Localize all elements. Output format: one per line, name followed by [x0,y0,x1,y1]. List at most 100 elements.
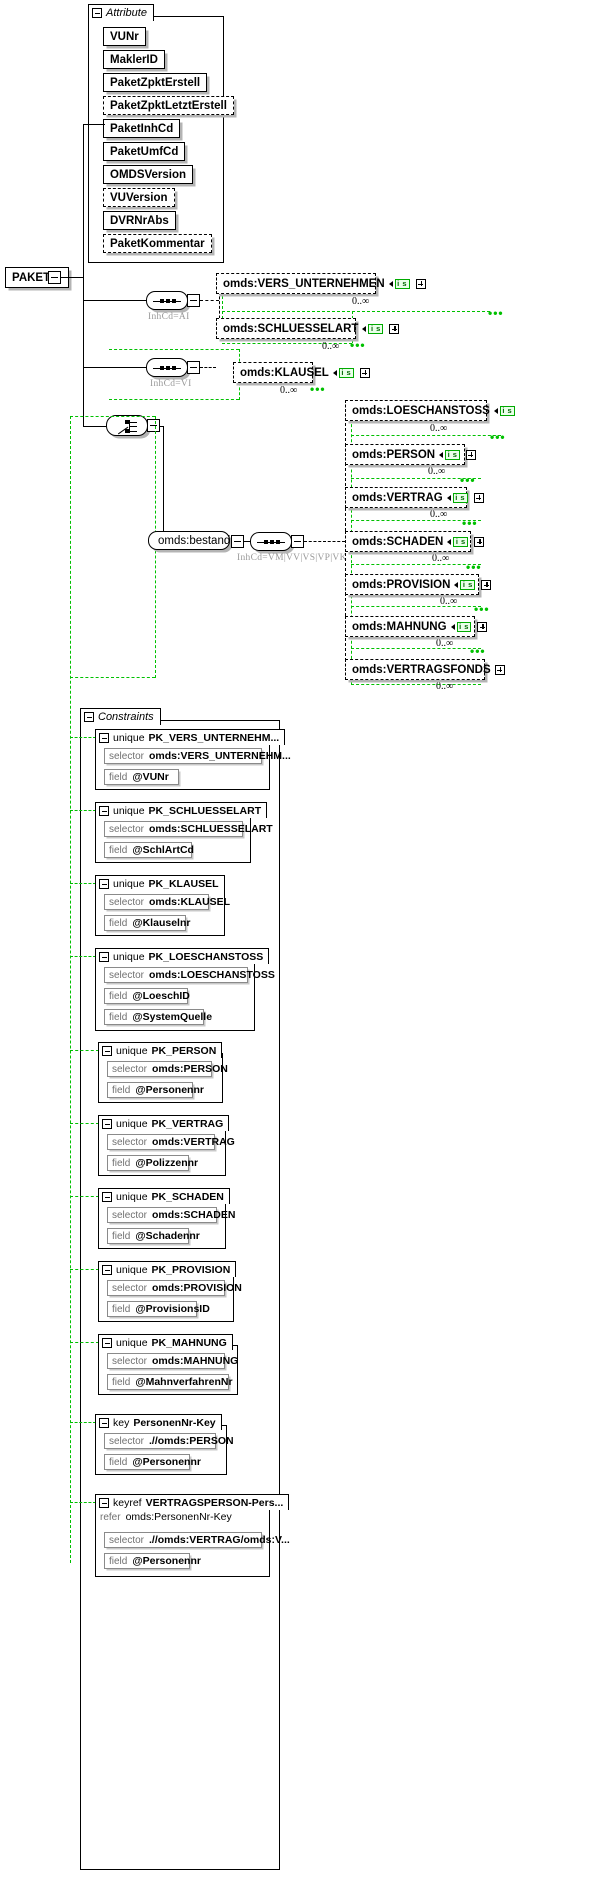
constraint-header-2[interactable]: unique PK_KLAUSEL [95,875,225,891]
collapse-icon[interactable] [99,732,109,743]
attribute-OMDSVersion[interactable]: OMDSVersion [103,165,194,184]
constraint-selector-row[interactable]: selector omds:SCHADEN [107,1207,235,1223]
attribute-PaketInhCd[interactable]: PaketInhCd [103,119,181,138]
attribute-PaketZpktErstell[interactable]: PaketZpktErstell [103,73,208,92]
sequence-ai-toggle[interactable] [187,294,200,307]
constraint-header-0[interactable]: unique PK_VERS_UNTERNEHM... [95,729,286,745]
constraint-selector-row[interactable]: selector omds:SCHLUESSELART [104,821,273,837]
constraint-field-row[interactable]: field @Klauselnr [104,915,190,931]
expand-icon[interactable] [389,323,400,334]
constraint-selector-row[interactable]: selector omds:KLAUSEL [104,894,230,910]
collapse-icon[interactable] [102,1118,112,1129]
element-klausel[interactable]: omds:KLAUSEL i s [233,362,370,383]
expand-icon[interactable] [477,621,488,632]
constraint-field-row[interactable]: field @LoeschID [104,988,190,1004]
sequence-node-bestand[interactable] [250,532,292,551]
paket-expand-toggle[interactable] [48,271,61,284]
choice-line [130,430,137,432]
choice-node[interactable] [106,415,148,436]
constraint-field-row[interactable]: field @ProvisionsID [107,1301,210,1317]
expand-icon[interactable] [473,492,484,503]
type-arrow-icon [454,581,459,588]
constraint-header-10[interactable]: keyref VERTRAGSPERSON-Pers... [95,1494,290,1510]
constraint-field-row[interactable]: field @SchlArtCd [104,842,194,858]
constraint-field-row[interactable]: field @Personennr [107,1082,204,1098]
type-badge-icon: i s [338,367,354,378]
constraint-field-row[interactable]: field @MahnverfahrenNr [107,1374,233,1390]
constraint-selector-row[interactable]: selector .//omds:PERSON [104,1433,234,1449]
expand-icon[interactable] [481,579,492,590]
attribute-group-header[interactable]: Attribute [88,4,154,21]
attribute-PaketZpktLetztErstell[interactable]: PaketZpktLetztErstell [103,96,234,115]
constraint-header-5[interactable]: unique PK_VERTRAG [98,1115,230,1131]
expand-icon[interactable] [415,278,426,289]
sequence-dot [172,365,176,371]
constraint-selector-row[interactable]: selector .//omds:VERTRAG/omds:V... [104,1532,290,1548]
expand-icon[interactable] [494,664,505,675]
constraint-field-row[interactable]: field @Schadennr [107,1228,200,1244]
collapse-icon[interactable] [99,951,109,962]
collapse-icon[interactable] [102,1191,112,1202]
attribute-label: PaketKommentar [110,237,205,250]
collapse-icon[interactable] [84,712,94,722]
constraint-selector-row[interactable]: selector omds:MAHNUNG [107,1353,238,1369]
green-guide [70,1196,99,1197]
constraint-field-row[interactable]: field @Personennr [104,1553,201,1569]
element-bestand[interactable]: omds:bestand [148,531,230,550]
attribute-VUNr[interactable]: VUNr [103,27,146,46]
element-loeschanstoss[interactable]: omds:LOESCHANSTOSS i s [345,400,515,421]
sequence-vi-toggle[interactable] [187,361,200,374]
constraint-selector-row[interactable]: selector omds:VERTRAG [107,1134,235,1150]
constraint-selector-row[interactable]: selector omds:PROVISION [107,1280,242,1296]
collapse-icon[interactable] [99,805,109,816]
sequence-bestand-toggle[interactable] [291,535,304,548]
element-schluesselart[interactable]: omds:SCHLUESSELART i s [216,318,400,339]
constraints-group-header[interactable]: Constraints [80,708,161,725]
constraint-field-row[interactable]: field @VUNr [104,769,179,785]
constraint-field-row[interactable]: field @Personennr [104,1454,201,1470]
constraint-field-row[interactable]: field @Polizzennr [107,1155,198,1171]
attribute-MaklerID[interactable]: MaklerID [103,50,165,69]
choice-toggle[interactable] [147,419,160,432]
collapse-icon[interactable] [99,1497,109,1508]
constraint-selector-row[interactable]: selector omds:LOESCHANSTOSS [104,967,275,983]
expand-icon[interactable] [474,536,485,547]
attribute-VUVersion[interactable]: VUVersion [103,188,175,207]
constraint-header-3[interactable]: unique PK_LOESCHANSTOSS [95,948,270,964]
collapse-icon[interactable] [99,1417,109,1428]
collapse-icon[interactable] [102,1337,112,1348]
constraint-field-row[interactable]: field @SystemQuelle [104,1009,212,1025]
collapse-icon[interactable] [102,1264,112,1275]
collapse-icon[interactable] [99,878,109,889]
constraint-header-4[interactable]: unique PK_PERSON [98,1042,223,1058]
expand-icon[interactable] [359,367,370,378]
row-label: field [109,1011,128,1023]
element-person[interactable]: omds:PERSON i s [345,444,476,465]
sequence-node-vi[interactable] [146,358,188,377]
element-vers-unternehmen[interactable]: omds:VERS_UNTERNEHMEN i s [216,273,426,294]
row-value: omds:PersonenNr-Key [125,1511,232,1523]
constraint-header-7[interactable]: unique PK_PROVISION [98,1261,237,1277]
sequence-node-ai[interactable] [146,291,188,310]
constraint-selector-row[interactable]: selector omds:VERS_UNTERNEHM... [104,748,291,764]
constraint-selector-row[interactable]: selector omds:PERSON [107,1061,228,1077]
element-vertragsfonds[interactable]: omds:VERTRAGSFONDS [345,659,505,680]
collapse-icon[interactable] [92,8,102,18]
expand-icon[interactable] [465,449,476,460]
element-vertrag[interactable]: omds:VERTRAG i s [345,487,484,508]
collapse-icon[interactable] [102,1045,112,1056]
green-guide [70,956,96,957]
constraint-header-8[interactable]: unique PK_MAHNUNG [98,1334,233,1350]
element-mahnung[interactable]: omds:MAHNUNG i s [345,616,488,637]
constraint-header-6[interactable]: unique PK_SCHADEN [98,1188,230,1204]
constraint-header-9[interactable]: key PersonenNr-Key [95,1414,222,1430]
element-provision[interactable]: omds:PROVISION i s [345,574,492,595]
constraint-header-1[interactable]: unique PK_SCHLUESSELART [95,802,268,818]
green-guide [70,416,71,1563]
attribute-PaketKommentar[interactable]: PaketKommentar [103,234,212,253]
attribute-PaketUmfCd[interactable]: PaketUmfCd [103,142,186,161]
bestand-toggle[interactable] [231,535,244,548]
attribute-DVRNrAbs[interactable]: DVRNrAbs [103,211,176,230]
sequence-dot [160,365,164,371]
element-schaden[interactable]: omds:SCHADEN i s [345,531,485,552]
